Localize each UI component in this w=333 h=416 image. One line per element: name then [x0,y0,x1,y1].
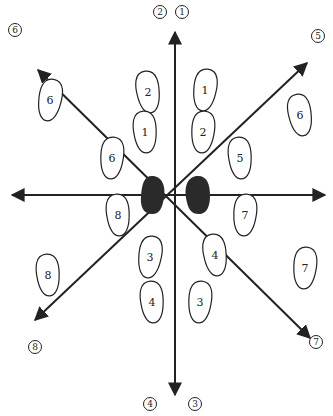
step-number: 6 [297,110,304,121]
footprint: 1 [192,68,218,112]
direction-number: 3 [188,397,202,411]
direction-number: 1 [175,5,189,19]
direction-number: 7 [309,335,323,349]
footprint: 8 [35,253,61,297]
footprint: 4 [202,233,228,277]
step-number: 3 [197,297,204,308]
step-number: 2 [145,87,152,98]
right-foot [186,176,211,214]
direction-number: 2 [153,5,167,19]
footprint: 4 [139,280,165,324]
step-number: 1 [202,85,209,96]
step-number: 1 [142,127,149,138]
step-number: 5 [237,153,244,164]
footprint: 7 [232,193,258,237]
step-number: 8 [115,210,122,221]
step-number: 4 [212,250,219,261]
step-number: 4 [149,297,156,308]
footprint: 2 [190,110,216,154]
direction-number: 5 [311,29,325,43]
step-number: 6 [109,153,116,164]
footprint: 7 [292,246,318,290]
step-number: 8 [45,270,52,281]
footprint: 6 [37,78,63,122]
direction-number: 4 [143,397,157,411]
footprint: 5 [227,136,253,180]
step-number: 3 [147,252,154,263]
footprint: 1 [132,110,158,154]
step-number: 6 [47,95,54,106]
step-number: 7 [302,263,309,274]
direction-number: 8 [28,340,42,354]
left-foot [141,176,165,214]
step-number: 2 [200,127,207,138]
footprint: 6 [99,136,125,180]
step-number: 7 [242,210,249,221]
footprint: 3 [137,235,163,279]
footprint: 3 [187,280,213,324]
footprint: 6 [287,93,313,137]
footprint: 2 [135,70,161,114]
direction-number: 6 [8,23,22,37]
footprint: 8 [105,193,131,237]
